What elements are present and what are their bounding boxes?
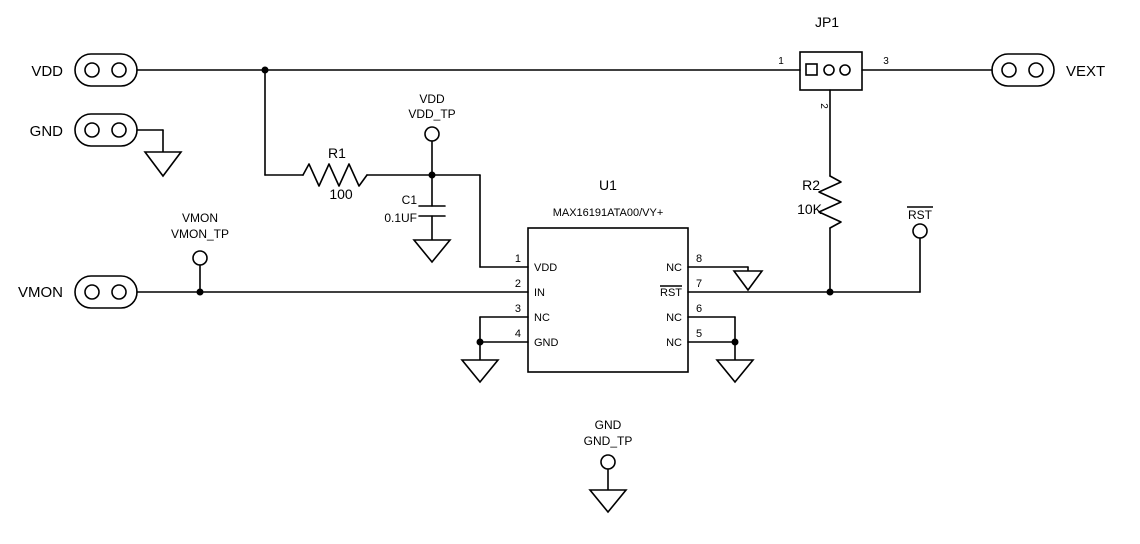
- resistor-r1-symbol: [302, 163, 368, 187]
- ground-symbol-u1-right: [715, 359, 755, 384]
- u1-pin5-number: 5: [696, 328, 702, 340]
- u1-pin2-number: 2: [515, 278, 521, 290]
- junction-vdd-tp: [428, 171, 436, 179]
- ic-u1-body: [527, 227, 689, 373]
- jp1-ref: JP1: [815, 14, 839, 30]
- jp1-pin2-label: 2: [818, 103, 829, 109]
- ground-symbol-u1-left: [460, 359, 500, 384]
- jp1-pin2-pad: [823, 64, 835, 76]
- testpoint-vmon-tp: [192, 250, 208, 266]
- connector-vmon-pad2: [111, 284, 127, 300]
- junction-vdd-rail: [261, 66, 269, 74]
- testpoint-vdd-tp: [424, 126, 440, 142]
- u1-pin2-name: IN: [534, 287, 545, 299]
- connector-gnd: [74, 113, 138, 147]
- connector-vmon: [74, 275, 138, 309]
- connector-vmon-label: VMON: [18, 284, 63, 301]
- connector-gnd-label: GND: [30, 123, 64, 140]
- connector-vmon-pad1: [84, 284, 100, 300]
- u1-pin1-number: 1: [515, 253, 521, 265]
- testpoint-gnd-tp: [600, 454, 616, 470]
- wire-rst: [687, 237, 921, 293]
- capacitor-c1-symbol: [418, 205, 446, 217]
- u1-pin3-name: NC: [534, 312, 550, 324]
- connector-vdd-pad1: [84, 62, 100, 78]
- junction-r2-rst: [826, 288, 834, 296]
- wire-gnd-connector: [136, 129, 164, 153]
- junction-vmon-tp: [196, 288, 204, 296]
- junction-nc5-nc6: [731, 338, 739, 346]
- connector-vext-pad1: [1001, 62, 1017, 78]
- r1-value: 100: [329, 186, 353, 202]
- u1-pin7-number: 7: [696, 278, 702, 290]
- wire-u1-nc3-gnd4: [479, 316, 529, 361]
- gnd-tp-name-label: GND_TP: [584, 434, 633, 448]
- u1-pin7-name: RST: [660, 287, 682, 299]
- connector-vdd-label: VDD: [31, 63, 63, 80]
- u1-pin6-name: NC: [666, 312, 682, 324]
- u1-pin6-number: 6: [696, 303, 702, 315]
- connector-gnd-pad2: [111, 122, 127, 138]
- u1-pin3-number: 3: [515, 303, 521, 315]
- u1-pin8-name: NC: [666, 262, 682, 274]
- jp1-pin3-label: 3: [883, 56, 889, 67]
- r1-ref: R1: [328, 145, 346, 161]
- connector-vext: [991, 53, 1055, 87]
- c1-ref: C1: [402, 193, 418, 207]
- ground-symbol-u1-nc8: [732, 270, 764, 292]
- jp1-pin1-pad: [805, 63, 818, 76]
- connector-vdd-pad2: [111, 62, 127, 78]
- connector-gnd-pad1: [84, 122, 100, 138]
- u1-pin4-name: GND: [534, 337, 559, 349]
- jp1-pin1-label: 1: [778, 56, 784, 67]
- u1-pin1-name: VDD: [534, 262, 557, 274]
- r2-ref: R2: [802, 177, 820, 193]
- junction-nc3-gnd4: [476, 338, 484, 346]
- jumper-jp1-symbol: [799, 51, 863, 91]
- u1-ref: U1: [599, 177, 617, 193]
- testpoint-rst: [912, 223, 928, 239]
- ground-symbol-gnd-tp: [588, 489, 628, 514]
- resistor-r2-symbol: [818, 175, 842, 229]
- wire-vmon: [136, 264, 529, 293]
- connector-vext-label: VEXT: [1066, 63, 1105, 80]
- rst-tp-label: RST: [908, 208, 933, 222]
- ground-symbol-c1: [412, 239, 452, 264]
- r2-value: 10K: [797, 201, 823, 217]
- connector-vext-pad2: [1028, 62, 1044, 78]
- jp1-pin3-pad: [839, 64, 851, 76]
- vmon-tp-net-label: VMON: [182, 211, 218, 225]
- u1-pin4-number: 4: [515, 328, 521, 340]
- u1-pin5-name: NC: [666, 337, 682, 349]
- gnd-tp-net-label: GND: [595, 418, 622, 432]
- vdd-tp-net-label: VDD: [419, 92, 445, 106]
- u1-pin8-number: 8: [696, 253, 702, 265]
- connector-vdd: [74, 53, 138, 87]
- vmon-tp-name-label: VMON_TP: [171, 227, 229, 241]
- u1-part: MAX16191ATA00/VY+: [553, 207, 664, 219]
- ground-symbol-gnd-connector: [143, 151, 183, 178]
- vdd-tp-name-label: VDD_TP: [408, 107, 455, 121]
- wire-vdd-rail: [136, 69, 993, 268]
- c1-value: 0.1UF: [384, 211, 417, 225]
